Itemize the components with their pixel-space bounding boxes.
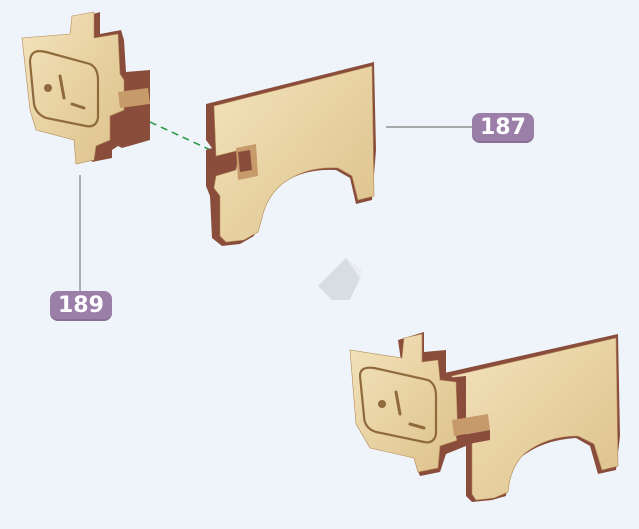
assembled-result: [350, 332, 620, 502]
part-189-piece: [22, 12, 150, 164]
part-number-badge-187: 187: [472, 113, 534, 143]
part-187-piece: [206, 62, 376, 246]
chevron-down-icon: [318, 258, 362, 300]
part-number-badge-189: 189: [50, 291, 112, 321]
engraved-dot: [44, 84, 52, 92]
